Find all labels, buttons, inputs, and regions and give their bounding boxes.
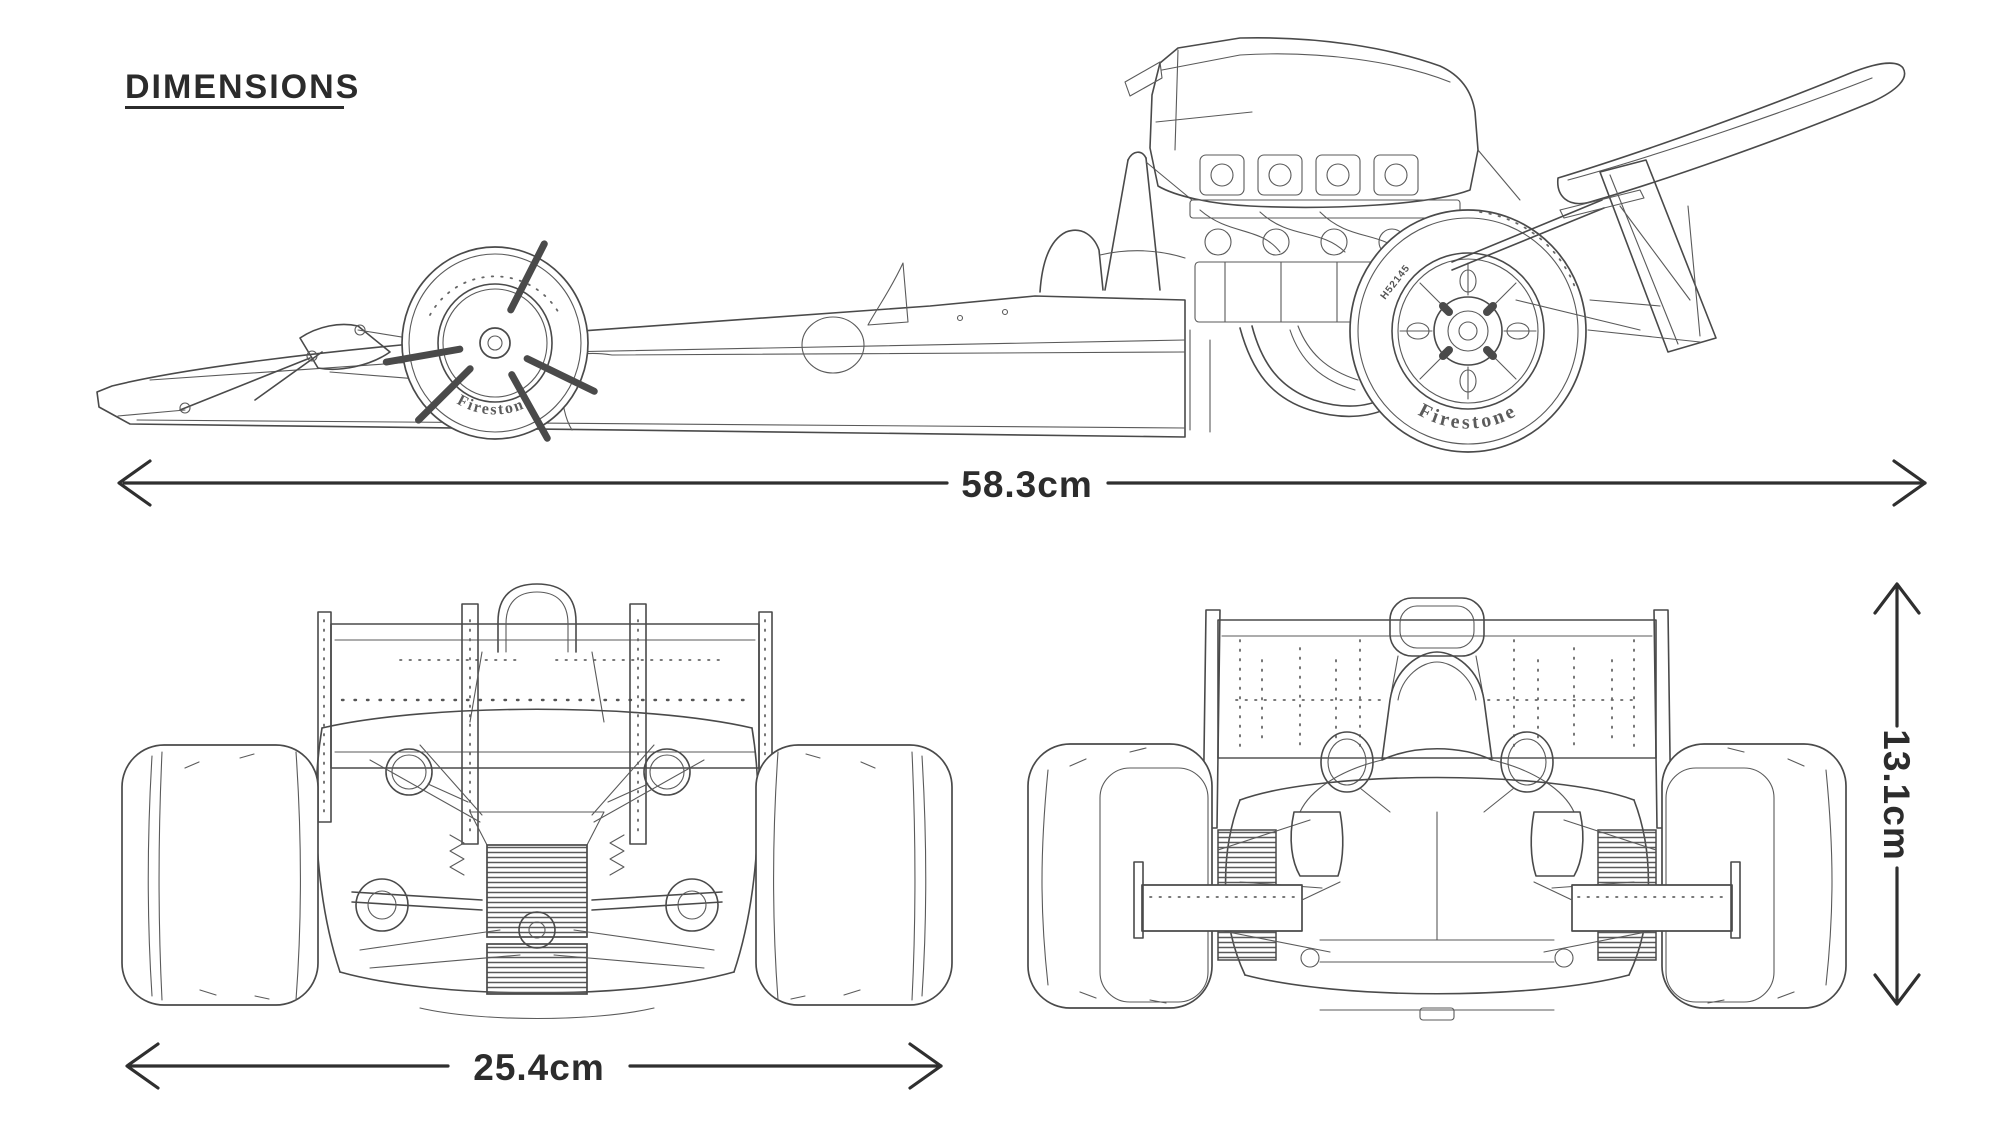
- rear-wheel: H52145 Firestone: [1349, 209, 1587, 453]
- length-label: 58.3cm: [961, 464, 1093, 505]
- suspension-rearview: [351, 744, 723, 969]
- rear-wing-side: [1451, 62, 1906, 353]
- width-label: 25.4cm: [473, 1047, 605, 1088]
- rear-wing-frontview: [1202, 609, 1672, 829]
- mirrors-frontview: [1320, 731, 1554, 813]
- rear-view: [121, 583, 953, 1020]
- front-wing-frontview: [1133, 861, 1741, 939]
- cockpit-frontview: [1299, 651, 1575, 813]
- airbox-frontview: [1389, 597, 1485, 701]
- side-cockpit: [1039, 151, 1193, 293]
- suspension-frontview: [1217, 811, 1657, 968]
- rear-tires: [121, 744, 953, 1006]
- airbox-rearview: [469, 583, 605, 723]
- arrow-right-icon: [908, 1042, 943, 1090]
- front-wheel: Firestone: [382, 240, 598, 442]
- height-dimension: 13.1cm: [1873, 582, 1921, 1006]
- length-dimension: 58.3cm: [117, 459, 1927, 507]
- page-title: DIMENSIONS: [125, 68, 361, 106]
- width-dimension: 25.4cm: [125, 1042, 943, 1090]
- front-view: [1027, 597, 1847, 1021]
- height-label: 13.1cm: [1876, 729, 1917, 861]
- side-view: Firestone: [96, 36, 1906, 453]
- title-underline: [125, 106, 344, 109]
- engine-detail: [1189, 154, 1461, 433]
- arrow-left-icon: [117, 459, 152, 507]
- arrow-right-icon: [1892, 459, 1927, 507]
- airbox: [1124, 36, 1521, 209]
- radiator-grid: [469, 811, 605, 995]
- arrow-up-icon: [1873, 582, 1921, 615]
- access-panel-oval: [801, 316, 865, 374]
- side-body: [96, 262, 1186, 438]
- front-tires: [1027, 743, 1847, 1009]
- arrow-left-icon: [125, 1042, 160, 1090]
- canard-fin: [867, 262, 909, 326]
- arrow-down-icon: [1873, 973, 1921, 1006]
